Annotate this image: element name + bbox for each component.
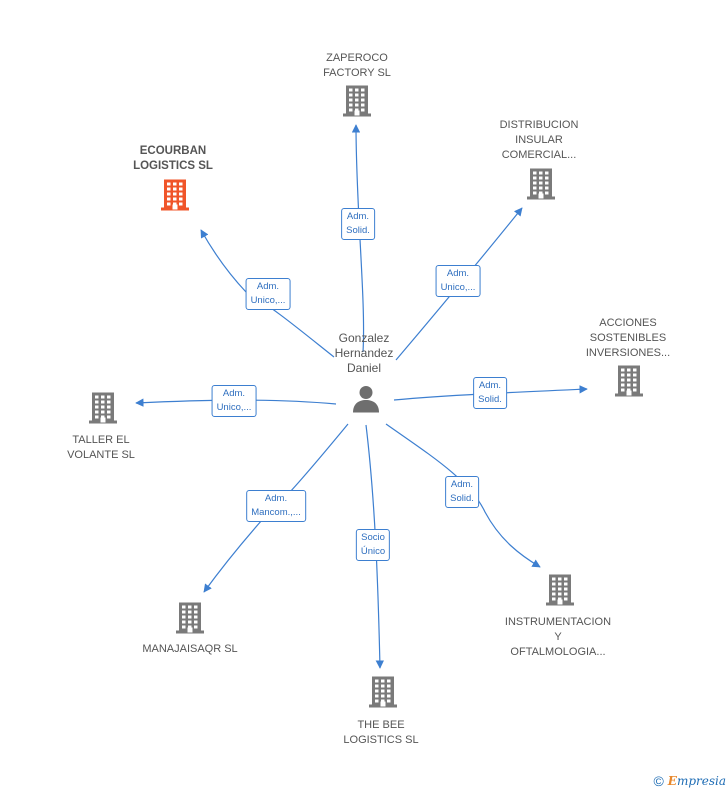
company-label-thebee[interactable]: THE BEE LOGISTICS SL xyxy=(343,718,418,748)
company-label-line: FACTORY SL xyxy=(323,67,391,79)
company-label-line: THE BEE xyxy=(357,719,405,731)
relation-badge-line: Adm. xyxy=(264,493,288,504)
relation-badge-manajaisaqr[interactable]: Adm. Mancom.,... xyxy=(246,490,306,522)
company-label-line: DISTRIBUCION xyxy=(499,119,579,131)
relation-badge-line: Solid. xyxy=(450,493,474,504)
company-label-line: INSULAR xyxy=(515,134,563,146)
edge-instrumentacion xyxy=(385,423,541,568)
company-label-line: ECOURBAN xyxy=(139,145,207,157)
company-label-line: Y xyxy=(554,631,562,643)
relation-badge-line: Adm. xyxy=(222,388,246,399)
company-label-line: MANAJAISAQR SL xyxy=(142,643,238,655)
company-label-ecourban[interactable]: ECOURBAN LOGISTICS SL xyxy=(133,144,213,174)
center-person-label[interactable]: Gonzalez Hernandez Daniel xyxy=(335,331,394,376)
company-label-instrumentacion[interactable]: INSTRUMENTACION Y OFTALMOLOGIA... xyxy=(505,615,611,660)
center-name-line-1: Gonzalez xyxy=(338,331,390,345)
relation-badge-acciones[interactable]: Adm. Solid. xyxy=(473,377,507,409)
relation-badge-ecourban[interactable]: Adm. Unico,... xyxy=(245,278,291,310)
footer-credit: © Empresia xyxy=(653,773,726,789)
building-icon-acciones[interactable] xyxy=(613,364,645,403)
relation-badge-line: Único xyxy=(360,546,386,557)
relation-badge-line: Adm. xyxy=(346,211,370,222)
company-label-zaperoco[interactable]: ZAPEROCO FACTORY SL xyxy=(323,51,391,81)
relation-badge-line: Mancom.,... xyxy=(251,507,301,518)
edge-zaperoco xyxy=(351,124,365,353)
company-label-line: VOLANTE SL xyxy=(67,449,135,461)
relation-badge-line: Unico,... xyxy=(216,402,252,413)
building-icon-taller[interactable] xyxy=(87,391,119,430)
brand-rest: mpresia xyxy=(676,774,726,788)
relation-badge-line: Solid. xyxy=(346,225,370,236)
relation-badge-line: Solid. xyxy=(478,394,502,405)
relation-badge-line: Socio xyxy=(361,532,385,543)
company-label-line: ZAPEROCO xyxy=(326,52,388,64)
company-label-line: LOGISTICS SL xyxy=(343,734,419,746)
company-label-line: TALLER EL xyxy=(72,434,130,446)
company-label-line: COMERCIAL... xyxy=(501,149,577,161)
relation-badge-line: Adm. xyxy=(256,281,280,292)
company-label-line: SOSTENIBLES xyxy=(589,332,667,344)
company-label-line: OFTALMOLOGIA... xyxy=(510,646,606,658)
company-label-acciones[interactable]: ACCIONES SOSTENIBLES INVERSIONES... xyxy=(586,316,670,361)
person-icon[interactable] xyxy=(351,384,381,419)
building-icon-distribucion[interactable] xyxy=(525,167,557,206)
relation-badge-instrumentacion[interactable]: Adm. Solid. xyxy=(445,476,479,508)
center-name-line-2: Hernandez xyxy=(334,346,394,360)
brand-logo[interactable]: Empresia xyxy=(668,774,726,788)
building-icon-manajaisaqr[interactable] xyxy=(174,601,206,640)
relation-badge-line: Adm. xyxy=(446,268,470,279)
company-label-line: LOGISTICS SL xyxy=(133,160,213,172)
company-label-distribucion[interactable]: DISTRIBUCION INSULAR COMERCIAL... xyxy=(500,118,579,163)
relation-badge-line: Adm. xyxy=(450,479,474,490)
building-icon-thebee[interactable] xyxy=(367,675,399,714)
relation-badge-line: Unico,... xyxy=(250,295,286,306)
relation-badge-zaperoco[interactable]: Adm. Solid. xyxy=(341,208,375,240)
company-label-manajaisaqr[interactable]: MANAJAISAQR SL xyxy=(142,642,237,657)
brand-initial: E xyxy=(667,774,677,788)
company-label-taller[interactable]: TALLER EL VOLANTE SL xyxy=(67,433,135,463)
center-name-line-3: Daniel xyxy=(346,361,382,375)
relation-badge-distribucion[interactable]: Adm. Unico,... xyxy=(435,265,481,297)
relation-badge-taller[interactable]: Adm. Unico,... xyxy=(211,385,257,417)
copyright-symbol: © xyxy=(653,773,664,789)
relation-badge-line: Unico,... xyxy=(440,282,476,293)
company-label-line: INVERSIONES... xyxy=(585,347,671,359)
building-icon-zaperoco[interactable] xyxy=(341,84,373,123)
building-icon-instrumentacion[interactable] xyxy=(544,573,576,612)
company-label-line: ACCIONES xyxy=(599,317,657,329)
relation-badge-line: Adm. xyxy=(478,380,502,391)
company-label-line: INSTRUMENTACION xyxy=(504,616,612,628)
building-icon-ecourban[interactable] xyxy=(159,178,191,217)
